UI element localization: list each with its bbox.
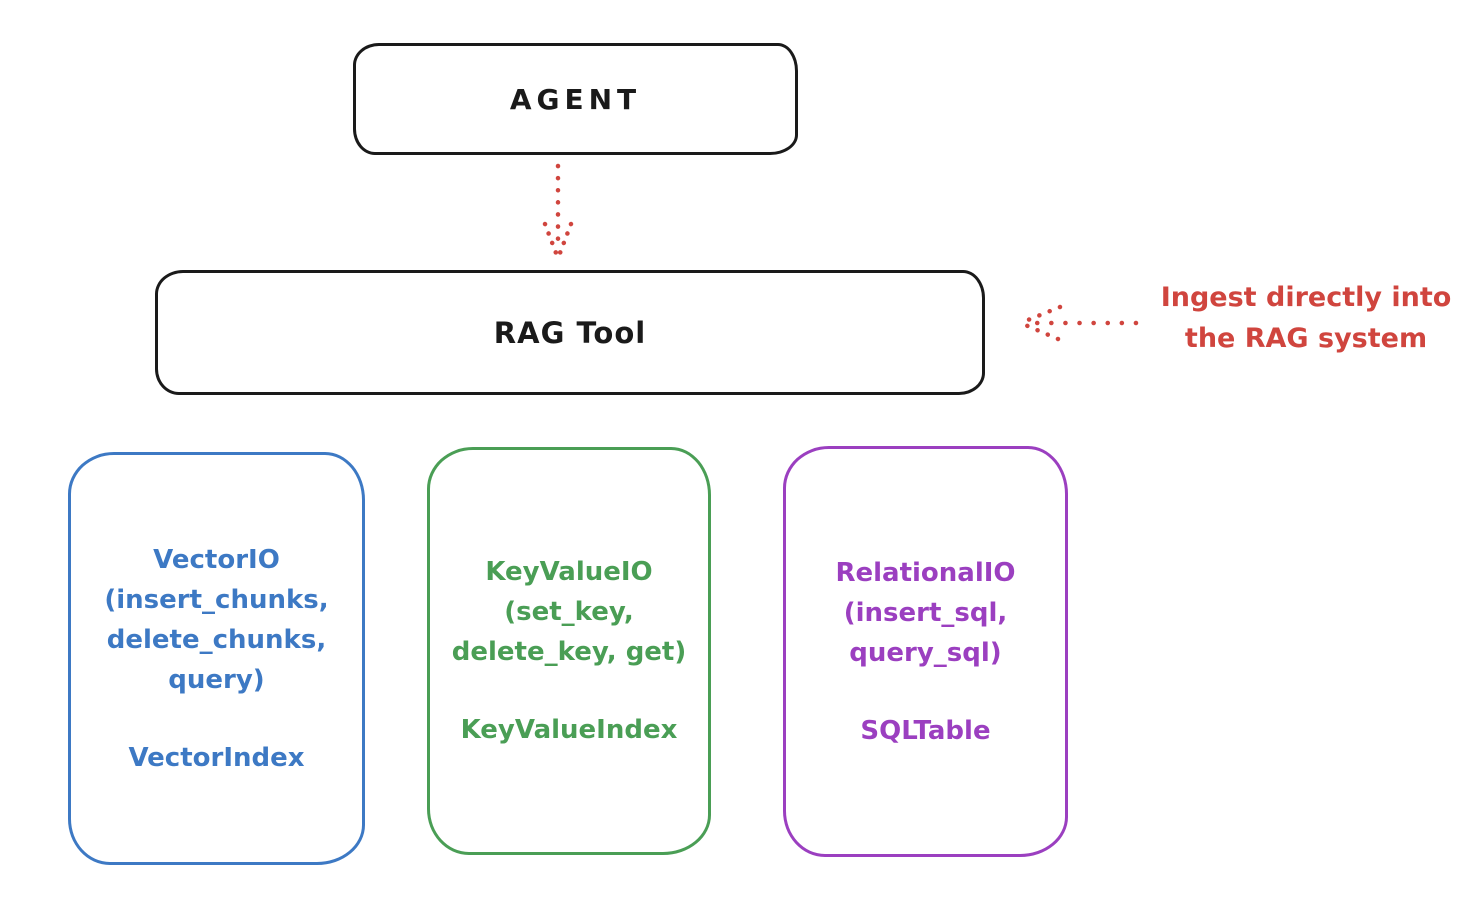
vector-index-label: VectorIndex: [128, 742, 305, 773]
relational-io-text: RelationalIO (insert_sql, query_sql): [835, 557, 1016, 668]
keyvalue-io-text: KeyValueIO (set_key, delete_key, get): [451, 557, 687, 667]
vector-io-text: VectorIO (insert_chunks, delete_chunks, …: [104, 544, 329, 695]
relational-io-box: RelationalIO (insert_sql, query_sql) SQL…: [783, 446, 1068, 857]
rag-tool-label: RAG Tool: [493, 315, 647, 350]
agent-to-ragtool-arrow-icon: [542, 163, 574, 256]
sql-table-label: SQLTable: [860, 715, 991, 746]
agent-box: AGENT: [353, 43, 798, 155]
vector-io-box: VectorIO (insert_chunks, delete_chunks, …: [68, 452, 365, 865]
keyvalue-index-label: KeyValueIndex: [460, 715, 678, 745]
agent-label: AGENT: [509, 82, 642, 116]
rag-tool-box: RAG Tool: [155, 270, 985, 395]
keyvalue-io-box: KeyValueIO (set_key, delete_key, get) Ke…: [427, 447, 711, 855]
ingest-annotation: Ingest directly into the RAG system: [1160, 282, 1452, 354]
ingest-arrow-icon: [1020, 304, 1139, 342]
